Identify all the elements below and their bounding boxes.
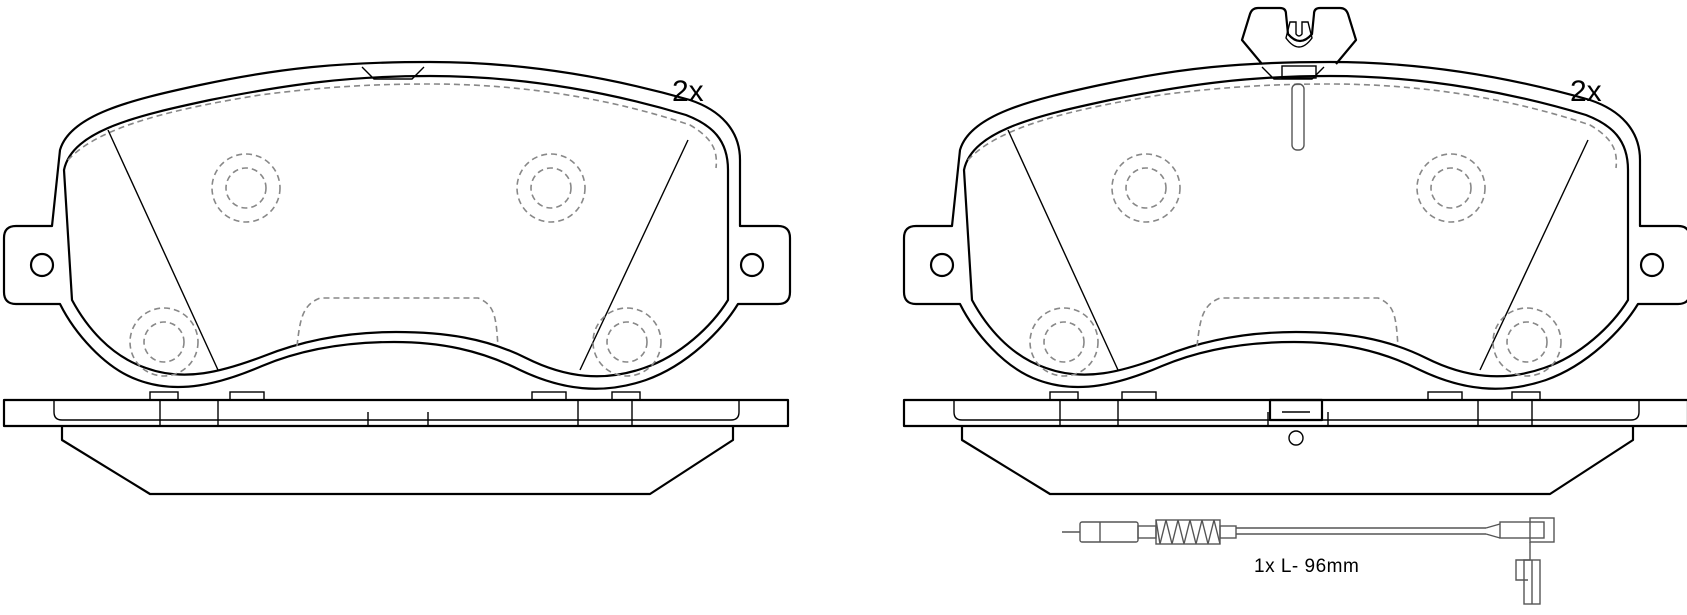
left-pad-side-view bbox=[2, 391, 790, 496]
right-pad-side-view bbox=[902, 391, 1687, 496]
wear-sensor-cable bbox=[1062, 517, 1555, 605]
right-pad-front-view bbox=[902, 6, 1687, 390]
left-pad-front-view bbox=[2, 60, 792, 390]
wear-sensor-caption: 1x L- 96mm bbox=[1254, 556, 1360, 577]
left-pad-quantity: 2x bbox=[672, 75, 704, 108]
right-pad-quantity: 2x bbox=[1570, 75, 1602, 108]
